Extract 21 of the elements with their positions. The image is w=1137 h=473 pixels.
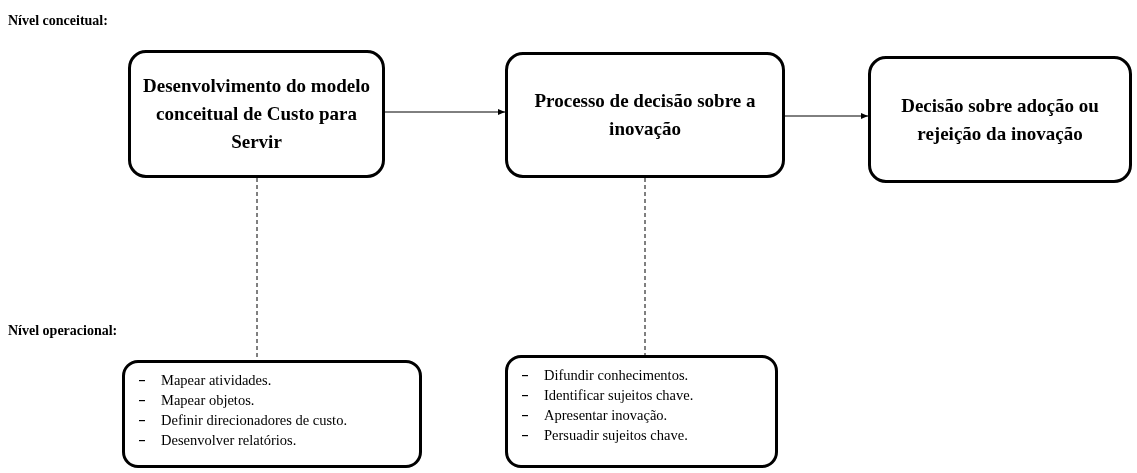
level-heading: Nível operacional: bbox=[8, 322, 118, 340]
list-item: Definir direcionadores de custo. bbox=[161, 411, 347, 431]
list-item: Apresentar inovação. bbox=[544, 406, 668, 426]
box-title: Processo de decisão sobre a inovação bbox=[533, 89, 757, 141]
list-item: Difundir conhecimentos. bbox=[544, 366, 689, 386]
list-item: Persuadir sujeitos chave. bbox=[544, 426, 688, 446]
list-item: Desenvolver relatórios. bbox=[161, 431, 297, 451]
list-item: Identificar sujeitos chave. bbox=[544, 386, 694, 406]
process-box bbox=[868, 56, 1132, 183]
arrow bbox=[384, 109, 506, 115]
task-list-box bbox=[122, 360, 422, 468]
box-title: Decisão sobre adoção ou rejeição da inovação bbox=[900, 93, 1100, 146]
list-item: Mapear atividades. bbox=[161, 371, 272, 391]
arrow bbox=[784, 113, 869, 119]
process-box bbox=[505, 52, 785, 178]
dashed-line bbox=[644, 177, 646, 356]
box-title: Desenvolvimento do modelo conceitual de Custo para Servir bbox=[143, 74, 370, 154]
list-item: Mapear objetos. bbox=[161, 391, 255, 411]
process-box bbox=[128, 50, 385, 178]
level-heading: Nível conceitual: bbox=[8, 12, 108, 30]
task-list-box bbox=[505, 355, 778, 468]
